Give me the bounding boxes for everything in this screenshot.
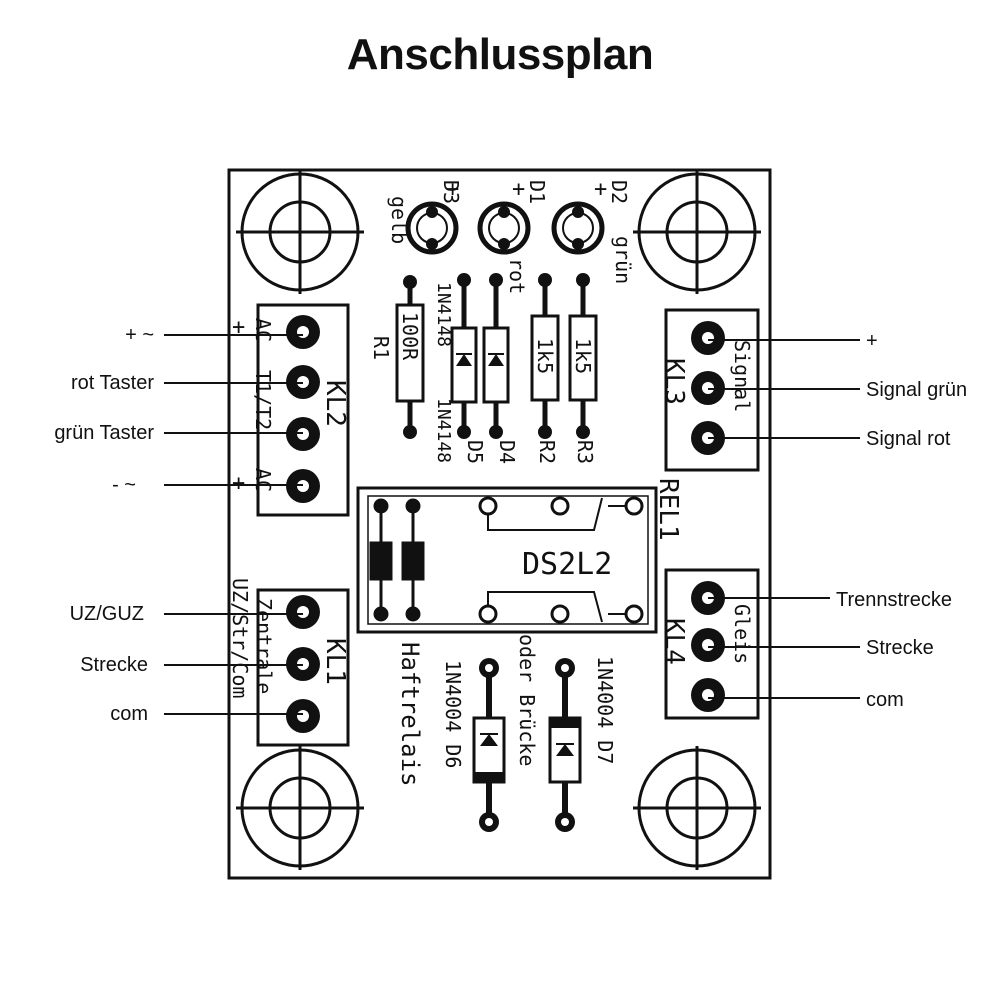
kl4-gleis: Gleis	[730, 604, 754, 664]
resistor-r2	[530, 273, 560, 439]
left-label-rot-taster: rot Taster	[71, 372, 154, 394]
led-d3-label: D3	[439, 180, 463, 204]
kl2-pin-ac-top: AC	[251, 318, 275, 342]
r3-label: R3	[573, 440, 597, 464]
diode-d6	[472, 658, 506, 832]
resistor-r3	[568, 273, 598, 439]
right-label-plus: +	[866, 330, 878, 352]
page-title: Anschlussplan	[346, 30, 654, 79]
led-d3-plus: +	[446, 177, 459, 202]
mounting-hole-bl	[236, 746, 364, 870]
led-d1-plus: +	[512, 177, 525, 202]
terminal-kl1: KL1 Zentrale UZ/Str/Com	[228, 578, 350, 747]
led-d2-plus: +	[594, 177, 607, 202]
mounting-hole-br	[633, 746, 761, 870]
oder-bruecke-label: oder Brücke	[515, 634, 539, 766]
kl4-label: KL4	[659, 618, 689, 665]
kl3-signal: Signal	[730, 340, 754, 412]
d5-label: D5	[463, 440, 487, 464]
right-label-signal-gruen: Signal grün	[866, 379, 967, 401]
d7-label: 1N4004 D7	[593, 656, 617, 764]
diode-d7	[548, 658, 582, 832]
led-d1-label: D1	[525, 180, 549, 204]
left-label-minus-ac: - ~	[112, 474, 136, 496]
left-label-com: com	[110, 703, 148, 725]
kl1-sub-label: UZ/Str/Com	[228, 578, 252, 698]
terminal-kl3: KL3 Signal	[659, 308, 760, 472]
led-d2-label: D2	[607, 180, 631, 204]
d45-type-top: 1N4148	[433, 282, 454, 347]
kl3-label: KL3	[659, 358, 689, 405]
left-label-gruen-taster: grün Taster	[54, 422, 154, 444]
relay-type-label: DS2L2	[522, 547, 612, 582]
diode-d4	[482, 273, 510, 439]
kl2-pin-t1t2: T1/T2	[251, 370, 275, 430]
r3-value: 1k5	[571, 338, 595, 374]
left-callouts	[164, 334, 303, 715]
left-label-plus-ac: + ~	[125, 324, 154, 346]
kl2-pin-ac-bottom: AC	[251, 468, 275, 492]
right-callouts	[708, 339, 860, 699]
kl1-label: KL1	[320, 638, 350, 685]
pcb-outline	[227, 168, 772, 880]
r1-value: 100R	[398, 312, 422, 361]
kl1-zentrale: Zentrale	[252, 598, 276, 694]
r2-label: R2	[535, 440, 559, 464]
led-gelb-label: gelb	[387, 196, 411, 244]
right-label-signal-rot: Signal rot	[866, 428, 951, 450]
d6-label: 1N4004 D6	[441, 660, 465, 768]
right-label-strecke: Strecke	[866, 637, 934, 659]
kl2-label: KL2	[320, 380, 350, 427]
led-gruen-label: grün	[611, 236, 635, 284]
led-d2	[551, 201, 605, 255]
right-label-trennstrecke: Trennstrecke	[836, 589, 952, 611]
led-rot-label: rot	[505, 258, 529, 294]
relay-rel1	[356, 486, 658, 634]
d4-label: D4	[495, 440, 519, 464]
d45-type-bottom: 1N4148	[433, 398, 454, 463]
kl2-plus-bottom: +	[232, 471, 245, 496]
haftrelais-label: Haftrelais	[396, 642, 424, 787]
relay-rel1-label: REL1	[653, 478, 683, 541]
left-label-strecke: Strecke	[80, 654, 148, 676]
kl2-plus-top: +	[232, 315, 245, 340]
right-label-com: com	[866, 689, 904, 711]
terminal-kl4: KL4 Gleis	[659, 568, 760, 720]
left-label-uz-guz: UZ/GUZ	[70, 603, 144, 625]
r2-value: 1k5	[533, 338, 557, 374]
led-d3	[405, 201, 459, 255]
mounting-hole-tr	[633, 170, 761, 294]
resistor-r1	[395, 275, 425, 439]
r1-label: R1	[369, 336, 393, 360]
led-d1	[477, 201, 531, 255]
mounting-hole-tl	[236, 170, 364, 294]
diode-d5	[450, 273, 478, 439]
terminal-kl2: KL2 AC T1/T2 AC + +	[232, 303, 350, 517]
